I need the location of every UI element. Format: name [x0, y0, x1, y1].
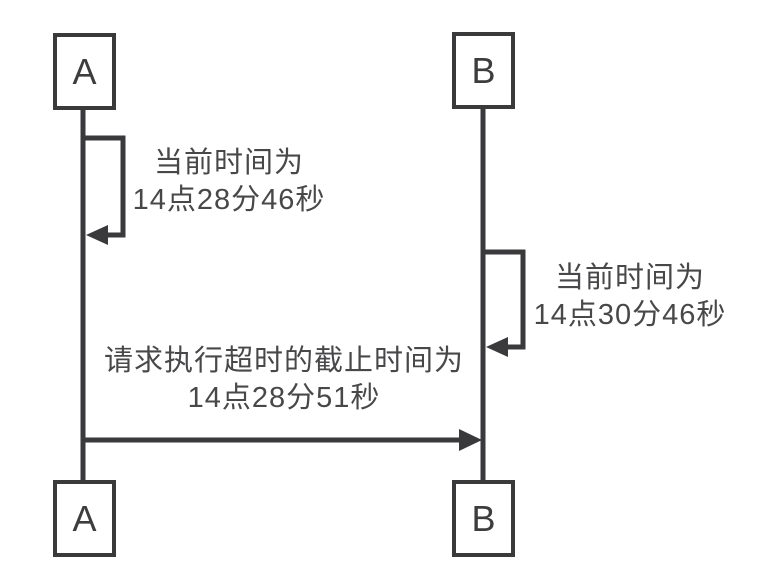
actor-a-label: A: [72, 497, 97, 539]
self-message-label-b: 当前时间为 14点30分46秒: [515, 260, 745, 334]
self-message-label-b-line2: 14点30分46秒: [533, 299, 727, 331]
self-message-label-a: 当前时间为 14点28分46秒: [114, 145, 344, 219]
self-message-arrowhead-b-icon: [486, 337, 508, 357]
message-label-a-to-b: 请求执行超时的截止时间为 14点28分51秒: [84, 343, 484, 417]
self-message-loop-a: [85, 135, 126, 238]
actor-box-a-top: A: [53, 33, 116, 110]
actor-b-label: B: [471, 497, 496, 539]
actor-a-label: A: [72, 50, 97, 92]
self-message-arrowhead-a-icon: [86, 225, 108, 245]
self-message-loop-b: [485, 249, 526, 350]
self-message-label-b-line1: 当前时间为: [554, 262, 705, 294]
self-message-label-a-line1: 当前时间为: [153, 147, 304, 179]
message-arrowhead-a-to-b-icon: [459, 429, 482, 451]
message-label-a-to-b-line2: 14点28分51秒: [187, 382, 381, 414]
message-label-a-to-b-line1: 请求执行超时的截止时间为: [103, 345, 464, 377]
actor-box-a-bottom: A: [53, 480, 116, 557]
actor-b-label: B: [471, 49, 496, 91]
actor-box-b-bottom: B: [452, 480, 515, 557]
actor-box-b-top: B: [452, 32, 515, 109]
self-message-label-a-line2: 14点28分46秒: [132, 184, 326, 216]
